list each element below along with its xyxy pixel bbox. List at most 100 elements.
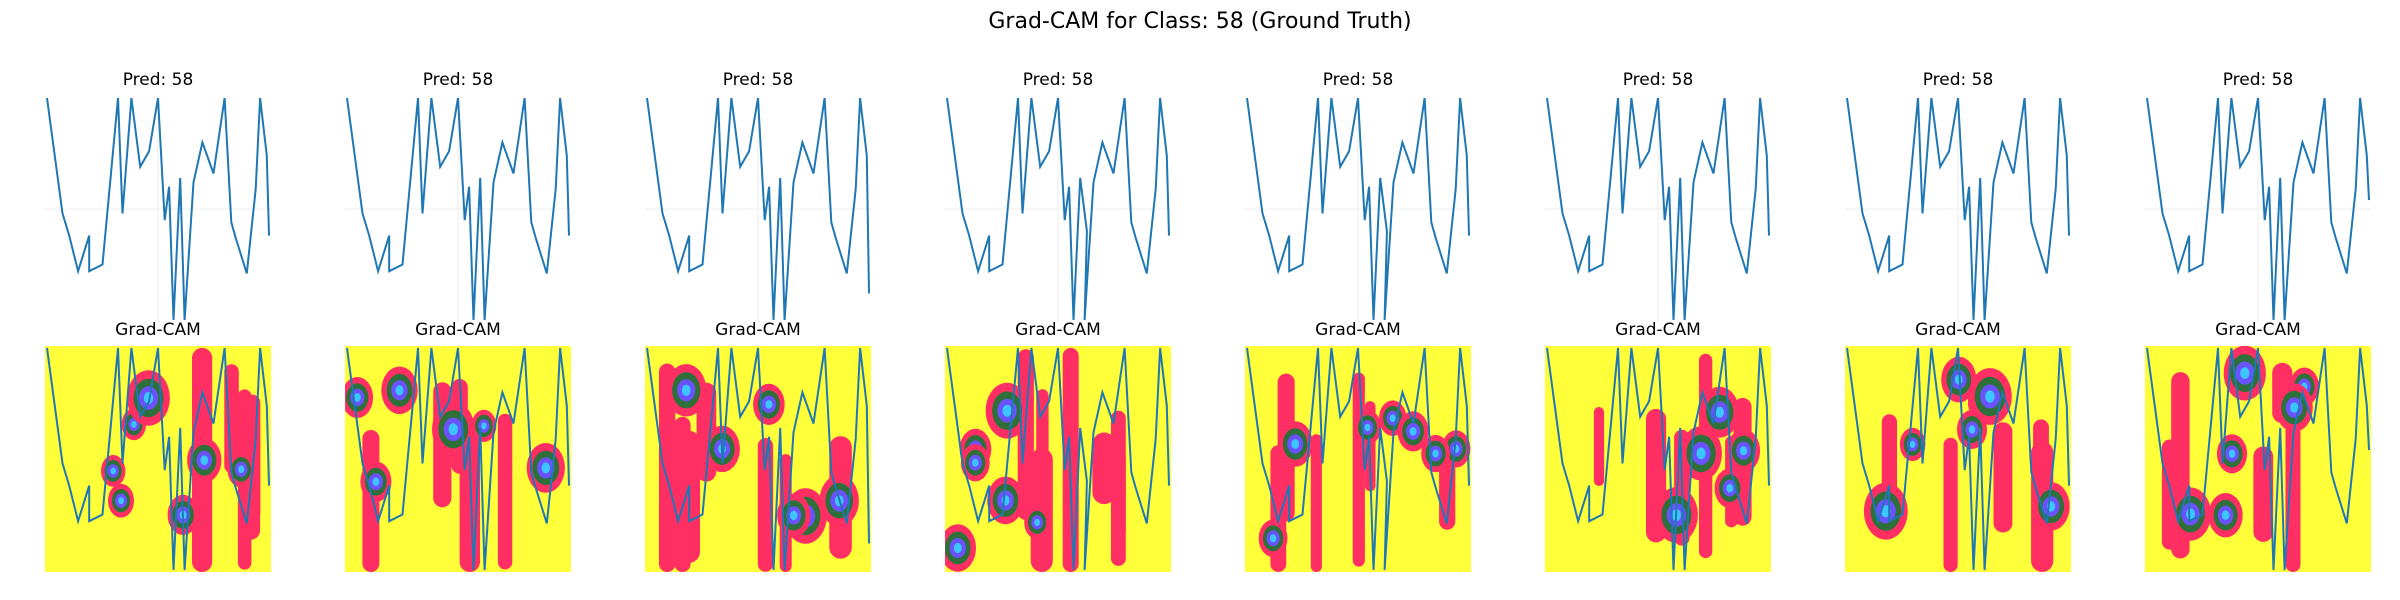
signal-plot: [2145, 96, 2371, 322]
activation-peak: [1034, 518, 1040, 526]
signal-line-overlay: [646, 347, 870, 571]
gradcam-heatmap: [1245, 346, 1471, 572]
signal-plot: [1845, 96, 2071, 322]
panel-title: Pred: 58: [422, 70, 494, 90]
panel-title: Pred: 58: [722, 70, 794, 90]
cam-title: Grad-CAM: [2215, 320, 2301, 340]
activation-band: [1352, 372, 1365, 567]
signal-line-overlay: [946, 347, 1170, 571]
activation-peak: [1726, 483, 1734, 493]
cam-title: Grad-CAM: [115, 320, 201, 340]
signal-plot: [645, 96, 871, 322]
gradcam-heatmap: [945, 346, 1171, 572]
activation-band: [1310, 434, 1322, 572]
signal-line: [1246, 97, 1470, 321]
activation-band: [1593, 407, 1605, 486]
activation-peak: [200, 455, 209, 465]
panel-title: Pred: 58: [1922, 70, 1994, 90]
signal-panel: [645, 96, 871, 322]
activation-peak: [353, 393, 361, 402]
activation-peak: [118, 497, 124, 505]
gradcam-panel: [2145, 346, 2371, 572]
activation-peak: [110, 467, 116, 475]
signal-panel: [1545, 96, 1771, 322]
gradcam-panel: [945, 346, 1171, 572]
activation-peak: [2240, 367, 2250, 379]
cam-title: Grad-CAM: [1915, 320, 2001, 340]
activation-peak: [238, 465, 245, 474]
panel-title: Pred: 58: [1022, 70, 1094, 90]
activation-peak: [1985, 390, 1995, 403]
activation-band: [1111, 410, 1126, 566]
signal-panel: [945, 96, 1171, 322]
activation-peak: [131, 420, 137, 428]
activation-band: [2033, 419, 2049, 502]
gradcam-panel: [645, 346, 871, 572]
activation-peak: [2221, 510, 2230, 520]
signal-line: [46, 97, 270, 321]
activation-peak: [953, 542, 962, 554]
signal-line-overlay: [1246, 347, 1470, 571]
signal-line-overlay: [1846, 347, 2070, 571]
activation-peak: [1432, 449, 1439, 458]
signal-line-overlay: [2146, 347, 2370, 571]
activation-peak: [1968, 425, 1976, 434]
signal-plot: [45, 96, 271, 322]
activation-peak: [681, 384, 691, 396]
signal-panel: [45, 96, 271, 322]
activation-peak: [1269, 534, 1277, 543]
activation-band: [1036, 389, 1049, 572]
cam-title: Grad-CAM: [1615, 320, 1701, 340]
activation-band: [497, 413, 513, 570]
cam-title: Grad-CAM: [1315, 320, 1401, 340]
gradcam-heatmap: [345, 346, 571, 572]
activation-peak: [1696, 447, 1706, 460]
gradcam-heatmap: [645, 346, 871, 572]
panel-title: Pred: 58: [2222, 70, 2294, 90]
signal-line: [1546, 97, 1770, 321]
gradcam-panel: [345, 346, 571, 572]
gradcam-heatmap: [2145, 346, 2371, 572]
signal-line-overlay: [46, 347, 270, 571]
activation-peak: [481, 422, 487, 430]
activation-band: [1943, 437, 1958, 572]
activation-peak: [372, 477, 380, 486]
activation-band: [674, 416, 691, 572]
cam-title: Grad-CAM: [715, 320, 801, 340]
signal-line-overlay: [1546, 347, 1770, 571]
signal-plot: [1245, 96, 1471, 322]
signal-line: [2146, 97, 2370, 321]
activation-band: [2285, 398, 2301, 572]
signal-line: [946, 97, 1170, 321]
gradcam-panel: [1245, 346, 1471, 572]
signal-panel: [1245, 96, 1471, 322]
panel-title: Pred: 58: [1322, 70, 1394, 90]
signal-line-overlay: [346, 347, 570, 571]
activation-peak: [1715, 406, 1724, 418]
activation-band: [659, 363, 676, 572]
gradcam-panel: [1545, 346, 1771, 572]
cam-title: Grad-CAM: [1015, 320, 1101, 340]
activation-peak: [1739, 446, 1748, 456]
activation-peak: [1291, 439, 1300, 449]
signal-panel: [345, 96, 571, 322]
signal-panel: [1845, 96, 2071, 322]
gradcam-panel: [45, 346, 271, 572]
cam-title: Grad-CAM: [415, 320, 501, 340]
activation-peak: [1389, 414, 1396, 422]
activation-band: [1993, 422, 2013, 533]
signal-plot: [1545, 96, 1771, 322]
signal-line: [346, 97, 570, 321]
signal-plot: [345, 96, 571, 322]
signal-plot: [945, 96, 1171, 322]
activation-peak: [1364, 423, 1371, 432]
activation-peak: [541, 462, 550, 474]
gradcam-heatmap: [45, 346, 271, 572]
signal-line: [1846, 97, 2070, 321]
activation-peak: [1881, 505, 1891, 518]
activation-peak: [790, 510, 798, 521]
activation-peak: [2228, 449, 2236, 458]
activation-peak: [448, 423, 458, 436]
signal-panel: [2145, 96, 2371, 322]
